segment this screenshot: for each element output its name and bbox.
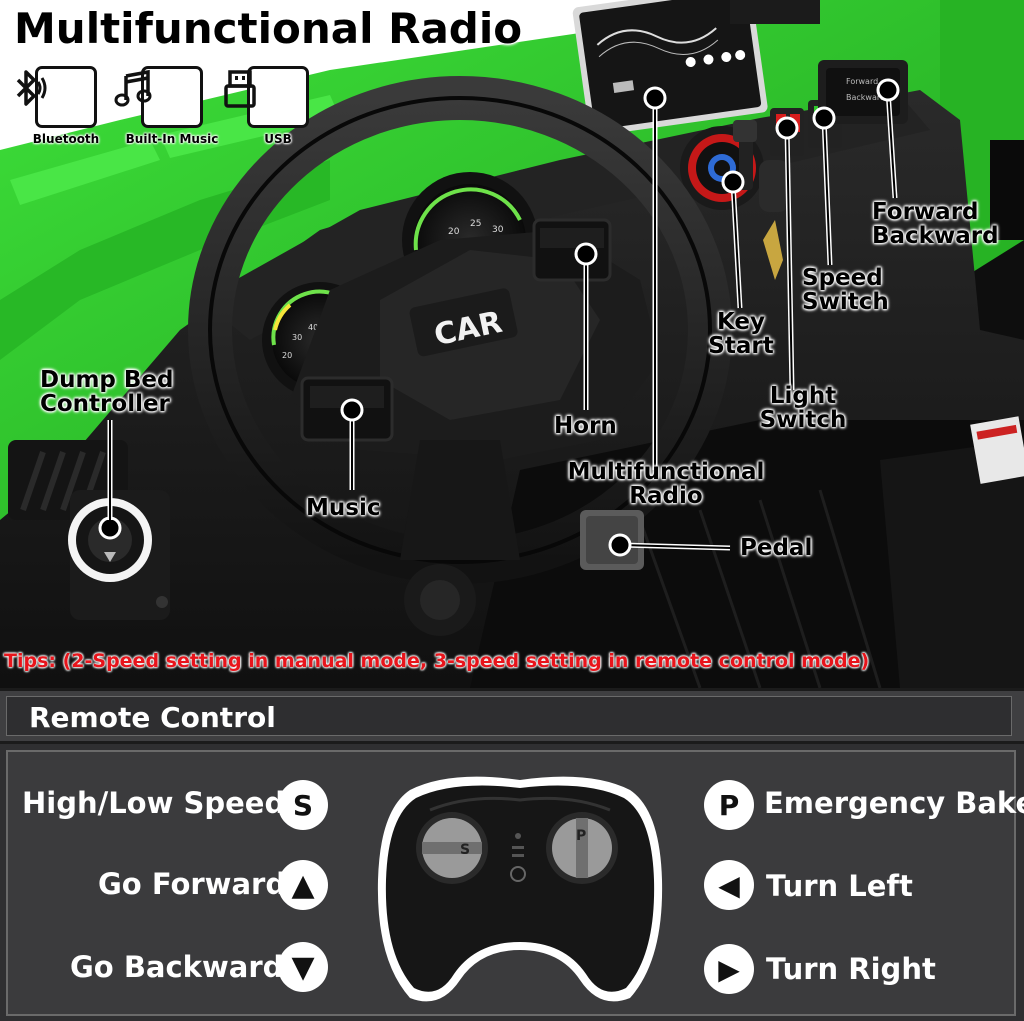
svg-text:30: 30 [492, 225, 504, 235]
svg-text:20: 20 [282, 351, 292, 360]
feature-bluetooth: Bluetooth [6, 66, 126, 146]
remote-controller-illustration: S P [377, 776, 663, 1002]
usb-icon [224, 66, 309, 128]
panel-backward-text: Backward [846, 93, 885, 102]
svg-text:30: 30 [292, 333, 302, 342]
page-title: Multifunctional Radio [13, 3, 523, 54]
bluetooth-icon [16, 66, 97, 128]
callout-dump-bed-controller: Dump Bed Controller [40, 367, 174, 417]
music-note-icon [114, 66, 203, 128]
triangle-left-icon: ◀ [704, 860, 754, 910]
label-go-backward: Go Backward [70, 950, 284, 984]
parking-p-icon: P [704, 780, 754, 830]
callout-speed-switch: Speed Switch [802, 265, 889, 315]
svg-text:40: 40 [308, 323, 318, 332]
controller-p-button-text: P [576, 828, 586, 844]
callout-multifunctional-radio: Multifunctional Radio [567, 459, 765, 509]
triangle-up-icon: ▲ [278, 860, 328, 910]
label-go-forward: Go Forward [98, 867, 287, 901]
callout-pedal: Pedal [740, 535, 813, 561]
label-high-low-speed: High/Low Speed [22, 786, 286, 820]
controller-right-stick: P [546, 812, 618, 884]
callout-horn: Horn [554, 413, 617, 439]
panel-forward-text: Forward [846, 77, 878, 86]
label-turn-right: Turn Right [766, 952, 936, 986]
triangle-right-icon: ▶ [704, 944, 754, 994]
label-turn-left: Turn Left [766, 869, 913, 903]
feature-built-in-music: Built-In Music [112, 66, 232, 146]
tips-text: Tips: (2-Speed setting in manual mode, 3… [4, 650, 870, 672]
callout-key-start: Key Start [708, 309, 774, 359]
controller-left-stick: S [416, 812, 488, 884]
feature-label: USB [264, 132, 292, 146]
feature-usb: USB [218, 66, 338, 146]
feature-label: Bluetooth [32, 132, 100, 146]
feature-label: Built-In Music [125, 132, 219, 146]
svg-text:25: 25 [470, 219, 481, 229]
remote-control-title: Remote Control [29, 701, 276, 734]
controller-s-button-text: S [460, 842, 470, 858]
callout-light-switch: Light Switch [759, 383, 847, 433]
remote-control-header-bar: Remote Control [6, 696, 1012, 736]
callout-music: Music [306, 495, 381, 521]
callout-forward-backward: Forward Backward [872, 199, 999, 249]
label-emergency-bake: Emergency Bake [764, 786, 1024, 820]
speed-s-icon: S [278, 780, 328, 830]
triangle-down-icon: ▼ [278, 942, 328, 992]
remote-control-header: Remote Control [0, 688, 1024, 744]
svg-text:20: 20 [448, 227, 460, 237]
